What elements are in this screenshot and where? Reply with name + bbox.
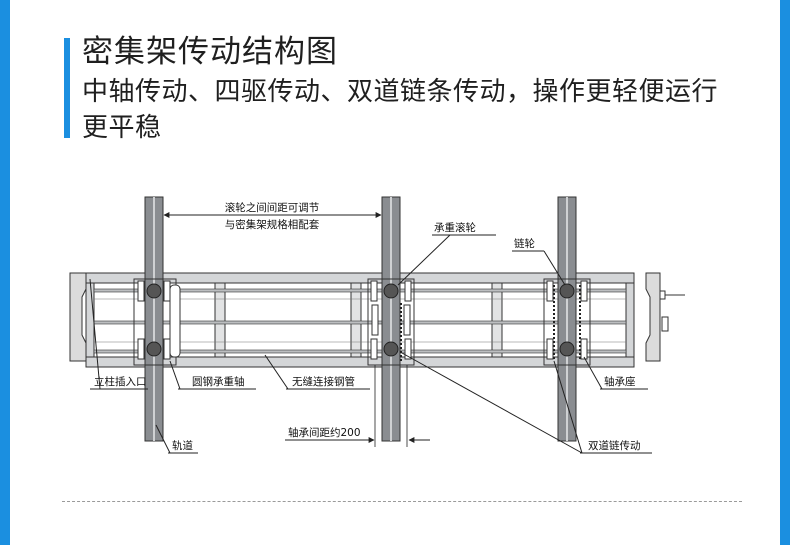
left-end-plate — [69, 272, 87, 362]
gap-note-line2: 与密集架规格相配套 — [225, 218, 320, 231]
crank-handle-icon — [659, 290, 685, 332]
track-label: 轨道 — [172, 439, 193, 452]
left-edge-bar — [0, 0, 10, 545]
right-end-plate — [645, 272, 661, 362]
page-subtitle: 中轴传动、四驱传动、双道链条传动，操作更轻便运行更平稳 — [82, 77, 719, 143]
page-title: 密集架传动结构图 — [82, 34, 338, 70]
column-slot-label: 立柱插入口 — [94, 375, 147, 388]
bearing-seat-label: 轴承座 — [604, 375, 636, 388]
load-roller-label: 承重滚轮 — [434, 221, 476, 234]
steel-axle-label: 圆钢承重轴 — [192, 375, 245, 388]
track-leader — [155, 424, 171, 454]
track-middle — [381, 196, 401, 442]
double-chain-leader-b — [553, 360, 583, 454]
base-frame — [85, 272, 635, 368]
seamless-tube-label: 无缝连接钢管 — [292, 375, 355, 388]
dashed-divider — [62, 501, 742, 502]
double-chain-leader-a — [401, 352, 583, 454]
track-left — [144, 196, 164, 442]
column-slot-leader — [89, 278, 101, 390]
bearing-spacing-label: 轴承间距约200 — [288, 426, 361, 439]
roller-assembly-middle — [367, 278, 415, 366]
sprocket-leader — [543, 250, 566, 286]
bearing-seat-leader — [583, 356, 603, 390]
gap-note-line1: 滚轮之间间距可调节 — [225, 201, 320, 214]
seamless-tube-leader — [264, 354, 289, 390]
bearing-spacing-dimension — [285, 365, 430, 447]
roller-assembly-right — [543, 278, 591, 366]
right-edge-bar — [780, 0, 790, 545]
title-accent-bar — [64, 38, 70, 138]
track-right — [557, 196, 577, 442]
roller-assembly-left — [133, 278, 181, 366]
load-roller-leader — [397, 234, 451, 286]
sprocket-label: 链轮 — [514, 237, 535, 250]
double-chain-label: 双道链传动 — [588, 439, 641, 452]
steel-axle-leader — [169, 360, 181, 390]
transmission-diagram: 滚轮之间间距可调节 与密集架规格相配套 承重滚轮 链轮 立柱插入口 圆钢承重轴 … — [69, 196, 685, 454]
